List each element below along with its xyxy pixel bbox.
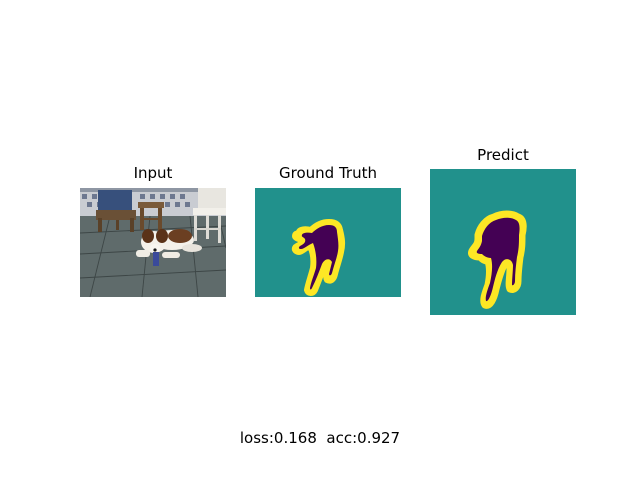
ground-truth-mask-svg: [255, 188, 401, 297]
blue-chair: [96, 190, 136, 232]
input-image: [80, 188, 226, 297]
mask-object-region: [476, 217, 520, 302]
wooden-stool: [138, 202, 164, 230]
input-photo: [80, 188, 226, 297]
metrics-caption: loss:0.168 acc:0.927: [0, 429, 640, 447]
ground-truth-mask: [255, 188, 401, 297]
accuracy-value: acc:0.927: [326, 429, 401, 447]
white-chair: [193, 188, 226, 243]
loss-value: loss:0.168: [239, 429, 317, 447]
predicted-mask-svg: [430, 169, 576, 315]
dog: [136, 229, 202, 266]
input-panel-title: Input: [133, 164, 173, 182]
predicted-mask: [430, 169, 576, 315]
predict-panel-title: Predict: [477, 146, 529, 164]
mask-object-region: [298, 225, 339, 290]
ground-truth-panel-title: Ground Truth: [279, 164, 377, 182]
